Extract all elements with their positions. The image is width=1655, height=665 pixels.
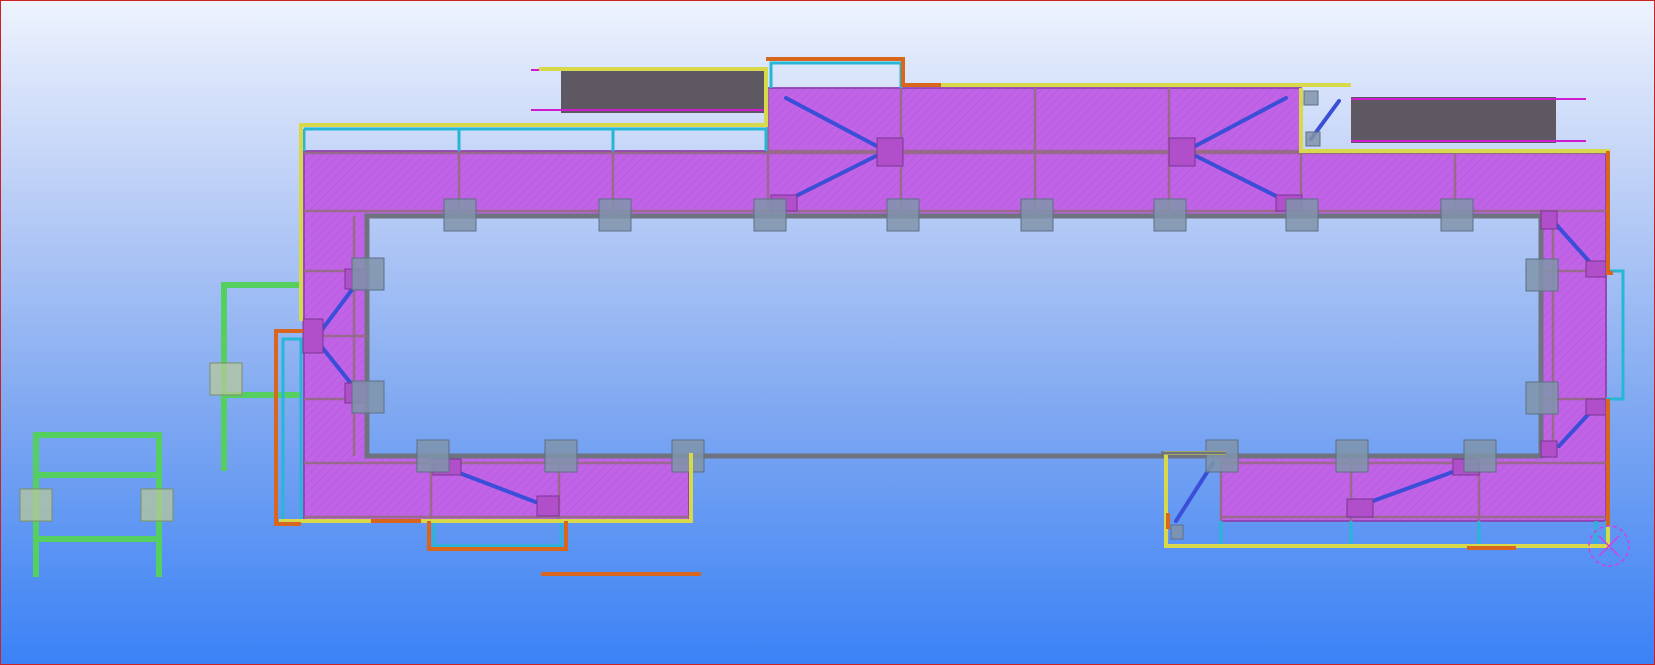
bracing-members xyxy=(319,96,1598,523)
column-base-plates[interactable] xyxy=(351,90,1559,540)
green-frame-base-plates[interactable] xyxy=(19,362,243,522)
rotation-pivot-icon[interactable] xyxy=(1588,525,1630,567)
green-frame-left[interactable] xyxy=(33,282,301,577)
roof-panels[interactable] xyxy=(531,67,1586,143)
slab-opening-edge xyxy=(364,213,1544,459)
orange-edge-trim xyxy=(274,57,1613,576)
